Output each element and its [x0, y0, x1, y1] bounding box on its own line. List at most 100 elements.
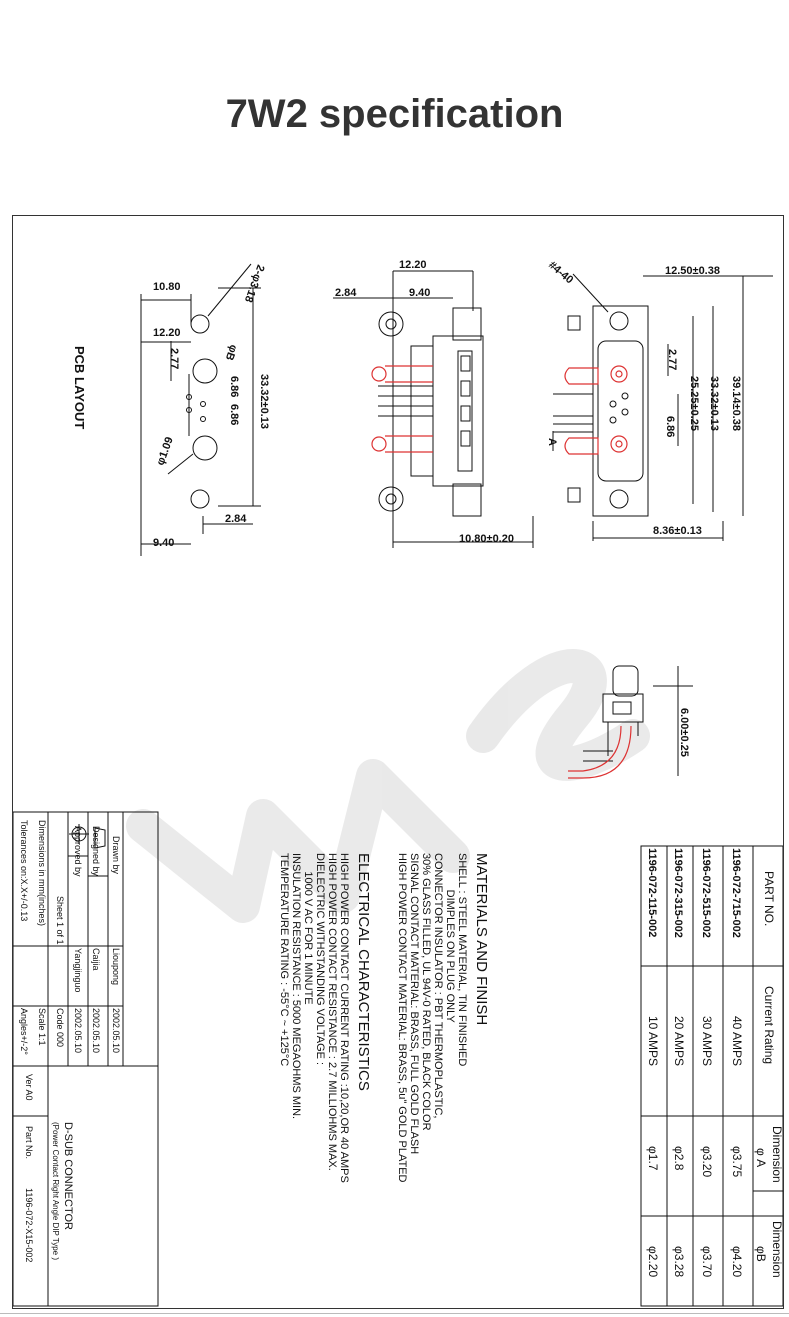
- materials-section: MATERIALS AND FINISH SHELL : STEEL MATER…: [396, 853, 490, 1183]
- side-dim: 12.20: [399, 259, 427, 271]
- table-header: PART NO.: [762, 871, 776, 926]
- pcb-dim: 9.40: [153, 537, 174, 549]
- table-cell-dim-a: φ3.20: [700, 1146, 714, 1177]
- side-dim: 10.80±0.20: [459, 533, 514, 545]
- pcb-dim: 6.86: [228, 376, 240, 397]
- table-header: Current Rating: [762, 986, 776, 1064]
- table-cell-dim-b: φ2.20: [646, 1246, 660, 1277]
- table-cell-dim-b: φ3.70: [700, 1246, 714, 1277]
- title-block-text: Drawn by Lioupong 2002.05.10 Designed by…: [19, 820, 121, 1262]
- approved-by: Yangjinguo: [73, 948, 83, 992]
- table-header: Dimension: [770, 1126, 783, 1183]
- front-dim: 33.32±0.13: [708, 376, 720, 431]
- front-dim: 25.25±0.25: [688, 376, 700, 431]
- drawn-date: 2002.05.10: [111, 1008, 121, 1053]
- materials-line: 30% GLASS FILLED, UL 94V-0 RATED, BLACK …: [420, 853, 432, 1131]
- part-no: 1196-072-X15-002: [24, 1188, 34, 1262]
- pcb-hole-label: φ1.09: [155, 435, 176, 467]
- side-dim: 2.84: [335, 287, 357, 299]
- electrical-heading: ELECTRICAL CHARACTERISTICS: [355, 853, 372, 1091]
- part-number-table: [640, 845, 784, 1307]
- table-cell-dim-b: φ4.20: [730, 1246, 744, 1277]
- sheet-number: Sheet 1 of 1: [55, 896, 65, 945]
- electrical-line: 1000 V AC FOR 1 MINUTE: [302, 853, 314, 1005]
- materials-line: DIMPLES ON PLUG ONLY: [444, 853, 456, 1023]
- side-view: [333, 270, 534, 548]
- table-cell-part: 1196-072-515-002: [700, 848, 712, 938]
- front-dim: #4-40: [546, 259, 575, 286]
- pcb-layout-view: [140, 263, 261, 556]
- front-view-labels: #4-40 12.50±0.38 39.14±0.38 33.32±0.13 2…: [546, 259, 742, 537]
- electrical-line: DIELECTRIC WITHSTANDING VOLTAGE :: [314, 853, 326, 1065]
- front-hole-label: A: [546, 438, 558, 446]
- table-cell-part: 1196-072-115-002: [646, 848, 658, 937]
- front-dim: 2.77: [666, 349, 678, 370]
- angles: Angles+/-2°: [19, 1008, 29, 1055]
- front-view-contacts: [564, 365, 628, 455]
- code: Code 000: [55, 1008, 65, 1047]
- materials-line: CONNECTOR INSULATOR : PBT THERMOPLASTIC,: [432, 853, 444, 1118]
- small-view-dim: 6.00±0.25: [678, 708, 690, 757]
- front-dim: 8.36±0.13: [653, 525, 702, 537]
- designed-by: Caijia: [91, 948, 101, 971]
- front-view: [552, 273, 773, 541]
- table-cell-dim-a: φ3.75: [730, 1146, 744, 1177]
- drawn-by: Lioupong: [111, 948, 121, 985]
- small-side-view: [583, 665, 693, 776]
- page-title: 7W2 specification: [225, 92, 564, 136]
- designed-date: 2002.05.10: [91, 1008, 101, 1053]
- pcb-dim: 2.84: [225, 513, 247, 525]
- product-name: D-SUB CONNECTOR: [62, 1122, 74, 1230]
- materials-line: SHELL : STEEL MATERIAL, TIN FINISHED: [456, 853, 468, 1066]
- table-cell-current: 20 AMPS: [672, 1016, 686, 1066]
- table-header: Dimension: [770, 1221, 783, 1278]
- front-dim: 12.50±0.38: [665, 265, 720, 277]
- part-no-label: Part No.: [24, 1126, 34, 1159]
- part-table-text: PART NO. Current Rating Dimension φ A Di…: [646, 848, 784, 1278]
- pcb-dim: 33.32±0.13: [258, 374, 270, 429]
- pcb-dim: 12.20: [153, 327, 181, 339]
- table-cell-dim-b: φ3.28: [672, 1246, 686, 1277]
- scale: Scale 1:1: [37, 1008, 47, 1046]
- electrical-line: HIGH POWER CONTACT RESISTANCE : 2.7 MILL…: [326, 853, 338, 1171]
- electrical-line: HIGH POWER CONTACT CURRENT RATING :10,20…: [338, 853, 350, 1183]
- electrical-line: TEMPERATURE RATING : -55°C ~ +125°C: [278, 853, 290, 1066]
- pcb-hole-label: φB: [223, 343, 240, 362]
- drawn-by-label: Drawn by: [111, 836, 121, 875]
- table-header: φ A: [754, 1148, 768, 1167]
- version: Ver A0: [24, 1074, 34, 1101]
- table-cell-dim-a: φ2.8: [672, 1146, 686, 1171]
- table-cell-dim-a: φ1.7: [646, 1146, 660, 1171]
- front-dim: 6.86: [664, 416, 676, 437]
- drawing-sheet: PCB LAYOUT 10.80 12.20 2.77 6.86 6.86 33…: [12, 215, 784, 1309]
- pcb-dim: 2.77: [168, 348, 180, 369]
- table-cell-part: 1196-072-715-002: [730, 848, 742, 938]
- approved-by-label: Approved by: [73, 826, 83, 877]
- electrical-line: INSULATION RESISTANCE : 5000 MEGAOHMS MI…: [290, 853, 302, 1119]
- table-cell-current: 30 AMPS: [700, 1016, 714, 1066]
- table-cell-current: 10 AMPS: [646, 1016, 660, 1066]
- front-dim: 39.14±0.38: [730, 376, 742, 431]
- table-cell-current: 40 AMPS: [730, 1016, 744, 1066]
- side-view-labels: 12.20 2.84 9.40 10.80±0.20: [335, 259, 514, 545]
- tolerances: Tolerances on:X.X+/-0.13: [19, 820, 29, 921]
- watermark-logo: [126, 649, 650, 923]
- designed-by-label: Designed by: [91, 826, 101, 877]
- approved-date: 2002.05.10: [73, 1008, 83, 1053]
- pcb-dim: 6.86: [228, 404, 240, 425]
- materials-line: HIGH POWER CONTACT MATERIAL: BRASS, 5u" …: [396, 853, 408, 1183]
- side-view-contacts: [371, 365, 433, 453]
- pcb-hole-label: 2-φ3.18: [242, 263, 267, 304]
- title-block: [12, 811, 159, 1307]
- table-cell-part: 1196-072-315-002: [672, 848, 684, 938]
- small-side-contacts: [568, 725, 632, 779]
- side-dim: 9.40: [409, 287, 430, 299]
- dimensions-note: Dimensions in mm(inches): [37, 820, 47, 926]
- product-subtitle: (Power Contact Right Angle DIP Type ): [51, 1122, 60, 1260]
- table-header: φB: [754, 1246, 768, 1262]
- page-bottom-divider: [0, 1313, 789, 1314]
- materials-line: SIGNAL CONTACT MATERIAL: BRASS, FULL GOL…: [408, 853, 420, 1154]
- materials-heading: MATERIALS AND FINISH: [473, 853, 490, 1025]
- electrical-section: ELECTRICAL CHARACTERISTICS HIGH POWER CO…: [278, 853, 372, 1183]
- pcb-dim: 10.80: [153, 281, 181, 293]
